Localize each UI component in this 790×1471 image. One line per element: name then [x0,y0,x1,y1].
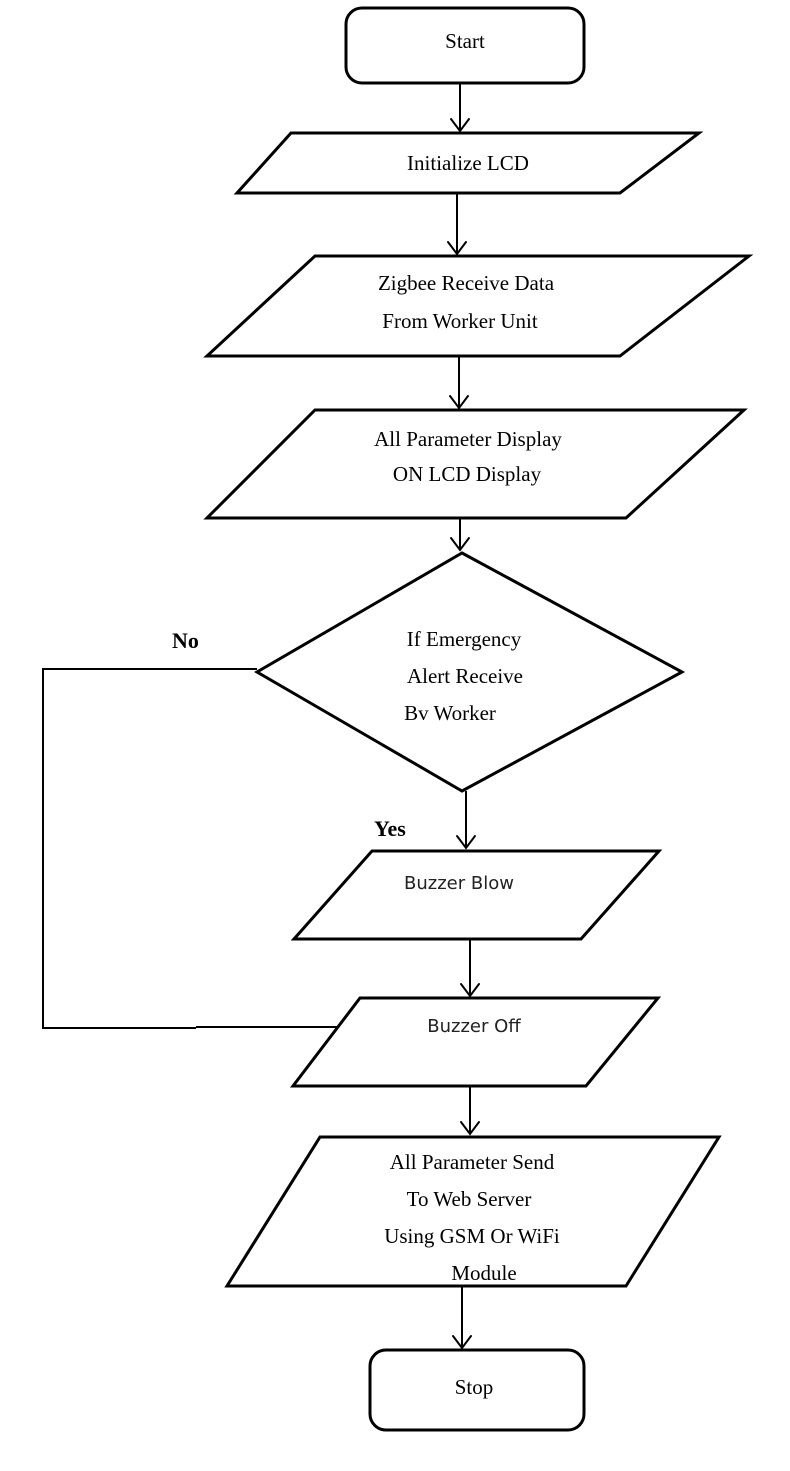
init-lcd-node: Initialize LCD [233,131,704,195]
send-params-line-3: Using GSM Or WiFi [384,1224,560,1248]
zigbee-receive-node: Zigbee Receive Data From Worker Unit [203,254,754,358]
stop-label: Stop [455,1375,494,1399]
arrow-buzzer-blow-to-buzzer-off [460,939,480,998]
arrow-init-to-zigbee [447,193,467,256]
display-params-node: All Parameter Display ON LCD Display [203,408,748,520]
svg-text:ON LCD Display: ON LCD Display [393,462,542,486]
zigbee-receive-line-2: From Worker Unit [382,309,538,333]
svg-text:Buzzer Blow: Buzzer Blow [404,873,514,894]
svg-text:If Emergency: If Emergency [407,627,522,651]
display-params-line-1: All Parameter Display [374,427,562,451]
svg-text:Start: Start [445,29,485,53]
svg-text:Initialize LCD: Initialize LCD [407,151,529,175]
send-params-line-4: Module [451,1261,516,1285]
init-lcd-label: Initialize LCD [407,151,529,175]
svg-text:Zigbee Receive Data: Zigbee Receive Data [378,271,555,295]
emergency-decision-node: If Emergency Alert Receive Bv Worker [254,551,686,793]
no-branch-connector [42,668,351,1029]
svg-text:From Worker Unit: From Worker Unit [382,309,538,333]
buzzer-blow-node: Buzzer Blow [290,849,663,941]
arrow-decision-to-buzzer-blow [456,791,476,850]
svg-text:Buzzer Off: Buzzer Off [427,1016,521,1037]
svg-text:All Parameter Display: All Parameter Display [374,427,562,451]
arrow-buzzer-off-to-send [460,1086,480,1136]
buzzer-off-node: Buzzer Off [289,996,662,1088]
display-params-line-2: ON LCD Display [393,462,542,486]
no-branch-label: No [172,628,199,653]
send-params-line-1: All Parameter Send [390,1150,555,1174]
buzzer-blow-label: Buzzer Blow [404,873,514,894]
arrow-send-to-stop [452,1286,472,1350]
svg-text:Bv Worker: Bv Worker [404,701,496,725]
stop-node: Stop [368,1348,586,1432]
svg-text:No: No [172,628,199,653]
buzzer-off-label: Buzzer Off [427,1016,521,1037]
svg-text:Stop: Stop [455,1375,494,1399]
start-node: Start [344,6,586,85]
arrow-zigbee-to-display [449,356,469,410]
start-label: Start [445,29,485,53]
arrow-display-to-decision [450,518,470,552]
svg-text:To Web Server: To Web Server [407,1187,532,1211]
emergency-decision-line-2: Alert Receive [407,664,523,688]
send-params-line-2: To Web Server [407,1187,532,1211]
svg-text:Yes: Yes [374,816,406,841]
svg-text:All Parameter Send: All Parameter Send [390,1150,555,1174]
svg-text:Module: Module [451,1261,516,1285]
yes-branch-label: Yes [374,816,406,841]
emergency-decision-line-1: If Emergency [407,627,522,651]
svg-text:Alert Receive: Alert Receive [407,664,523,688]
send-params-node: All Parameter Send To Web Server Using G… [224,1135,722,1288]
zigbee-receive-line-1: Zigbee Receive Data [378,271,555,295]
svg-text:Using GSM Or WiFi: Using GSM Or WiFi [384,1224,560,1248]
arrow-start-to-init [450,83,470,133]
emergency-decision-line-3: Bv Worker [404,701,496,725]
